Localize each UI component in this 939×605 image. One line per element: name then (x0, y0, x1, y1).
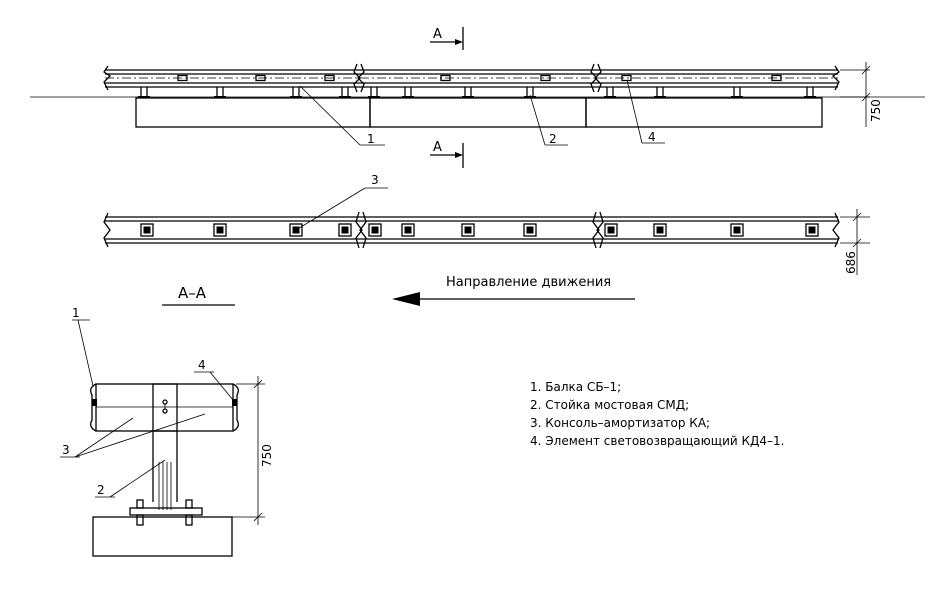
reflector-right (232, 399, 237, 406)
svg-text:4: 4 (198, 358, 206, 372)
foundation-slab (92, 516, 233, 557)
dimension-elevation: 750 (840, 62, 883, 127)
svg-text:4: 4 (648, 130, 656, 144)
bridge-slabs (135, 97, 823, 128)
callout-3-plan: 3 (295, 173, 388, 231)
svg-text:3: 3 (62, 443, 70, 457)
dim-750-section: 750 (260, 444, 274, 467)
section-title: А–А (178, 284, 207, 302)
legend: 1. Балка СБ–1; 2. Стойка мостовая СМД; 3… (530, 380, 784, 448)
section-view: А–А (60, 284, 274, 557)
callout-2-top: 2 (529, 94, 568, 146)
dim-750-top: 750 (869, 99, 883, 122)
dimension-section: 750 (232, 376, 274, 525)
section-label-bottom: А (433, 140, 442, 155)
svg-text:1: 1 (367, 132, 375, 146)
svg-text:2: 2 (97, 483, 105, 497)
legend-item-3: 3. Консоль–амортизатор КА; (530, 416, 710, 430)
callout-4-top: 4 (626, 79, 665, 144)
beam-rail (103, 63, 840, 93)
legend-item-4: 4. Элемент световозвращающий КД4–1. (530, 434, 784, 448)
base-plate (129, 507, 203, 516)
dim-686: 686 (844, 251, 858, 274)
reflector-left (92, 399, 97, 406)
section-marker-top: А (430, 27, 464, 50)
legend-item-1: 1. Балка СБ–1; (530, 380, 621, 394)
callout-3-section: 3 (60, 413, 206, 458)
arrow-left-icon (392, 292, 420, 306)
callout-4-section: 4 (194, 358, 234, 401)
legend-item-2: 2. Стойка мостовая СМД; (530, 398, 689, 412)
beam-cross-section (95, 383, 234, 432)
callout-1-section: 1 (72, 306, 94, 387)
section-label-top: А (433, 27, 442, 42)
plan-view: 3 686 (103, 173, 870, 275)
callout-2-section: 2 (95, 459, 166, 498)
section-marker-bottom: А (430, 140, 464, 168)
elevation-view: А А 750 1 2 (30, 27, 925, 168)
consoles-plan (140, 223, 819, 237)
svg-text:3: 3 (371, 173, 379, 187)
reflector-elements (177, 74, 782, 82)
dimension-plan: 686 (840, 209, 870, 275)
posts-elevation (138, 87, 816, 98)
direction-label: Направление движения (446, 275, 611, 290)
svg-text:2: 2 (549, 132, 557, 146)
svg-text:1: 1 (72, 306, 80, 320)
callout-1-top: 1 (299, 85, 385, 146)
direction-indicator: Направление движения (392, 275, 635, 306)
